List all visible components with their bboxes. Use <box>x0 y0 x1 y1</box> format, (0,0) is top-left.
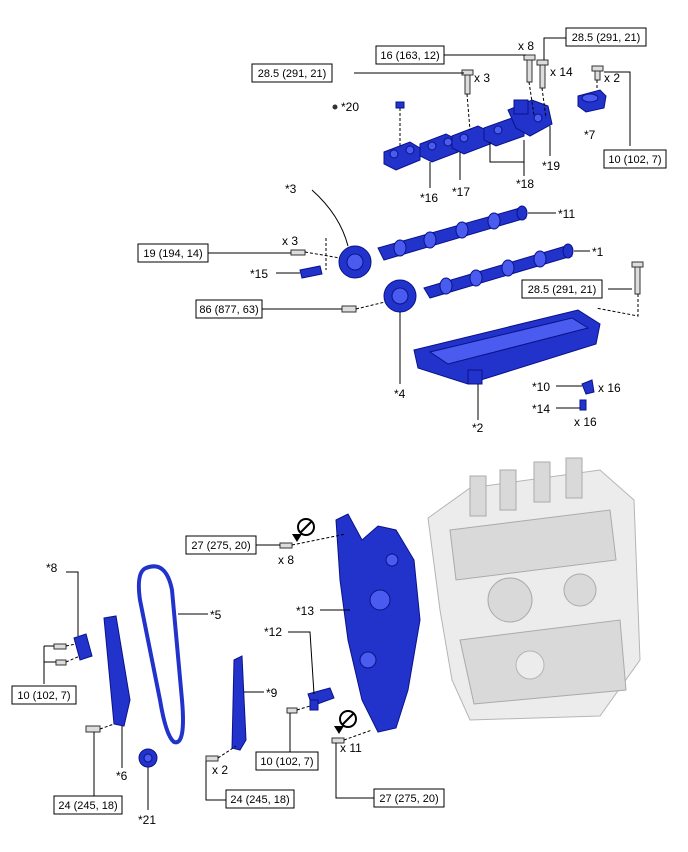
torque-box-10-left: 10 (102, 7) <box>11 685 77 705</box>
part-9-chain-guide <box>231 655 247 751</box>
part-20-dot <box>332 104 338 110</box>
qty-x2-top: x 2 <box>604 71 620 85</box>
part-19-bearing-cap <box>507 99 553 137</box>
gear-center-bolt <box>341 305 357 313</box>
tensioner-bolt-a <box>53 643 67 650</box>
torque-box-27-top: 27 (275, 20) <box>185 535 257 555</box>
torque-box-16: 16 (163, 12) <box>375 45 445 65</box>
torque-box-10-mid: 10 (102, 7) <box>255 751 319 771</box>
label-part-20: *20 <box>341 100 359 114</box>
qty-x16-b: x 16 <box>574 415 597 429</box>
part-11-camshaft <box>377 205 528 261</box>
torque-10-mid-text: 10 (102, 7) <box>260 756 313 768</box>
part-6-chain-slipper <box>103 615 131 727</box>
label-part-14: *14 <box>532 402 550 416</box>
qty-x8-cover: x 8 <box>278 553 294 567</box>
torque-24-left-text: 24 (245, 18) <box>58 800 117 812</box>
qty-x2-bottom: x 2 <box>212 763 228 777</box>
part-2-camshaft-housing <box>413 309 601 385</box>
torque-box-24-left: 24 (245, 18) <box>53 795 123 815</box>
qty-x3-top: x 3 <box>474 71 490 85</box>
camshaft-housing-bolt-x8 <box>523 54 536 83</box>
camshaft-housing-bolt-x14 <box>536 59 549 89</box>
label-part-11: *11 <box>558 207 575 221</box>
torque-19-text: 19 (194, 14) <box>143 248 202 260</box>
label-part-15: *15 <box>250 267 268 281</box>
label-part-5: *5 <box>210 608 222 622</box>
part-14-plug <box>579 399 587 411</box>
qty-x3-mid: x 3 <box>282 234 298 248</box>
torque-285-c-text: 28.5 (291, 21) <box>528 284 597 296</box>
label-part-10: *10 <box>532 380 550 394</box>
part-3-timing-gear <box>338 245 372 279</box>
label-part-9: *9 <box>266 686 278 700</box>
label-part-4: *4 <box>394 387 406 401</box>
label-part-21: *21 <box>138 813 156 827</box>
label-part-2: *2 <box>472 421 484 435</box>
part-20-plug <box>395 101 405 109</box>
part-21-sprocket <box>138 748 158 768</box>
label-part-7: *7 <box>584 128 596 142</box>
torque-27-bottom-text: 27 (275, 20) <box>379 793 438 805</box>
label-part-8: *8 <box>46 561 58 575</box>
torque-27-top-text: 27 (275, 20) <box>191 540 250 552</box>
part-17-bearing-cap <box>419 133 459 163</box>
torque-16-text: 16 (163, 12) <box>380 50 439 62</box>
qty-x11: x 11 <box>340 741 362 755</box>
bearing-cap-bolt-x3 <box>461 69 474 95</box>
torque-86-text: 86 (877, 63) <box>199 304 258 316</box>
torque-box-10-top: 10 (102, 7) <box>603 149 667 169</box>
qty-x14: x 14 <box>550 65 573 79</box>
part-18-bearing-cap-b <box>483 117 525 147</box>
torque-box-285-a: 28.5 (291, 21) <box>565 27 647 47</box>
torque-box-285-c: 28.5 (291, 21) <box>521 279 603 299</box>
torque-box-285-b: 28.5 (291, 21) <box>251 63 333 83</box>
part-8-tensioner <box>73 633 93 661</box>
torque-box-27-bottom: 27 (275, 20) <box>373 788 445 808</box>
part-18-bearing-cap-a <box>451 125 491 155</box>
label-part-6: *6 <box>116 769 128 783</box>
torque-285-b-text: 28.5 (291, 21) <box>258 68 327 80</box>
gear-bolt-x3 <box>290 249 306 256</box>
label-part-17: *17 <box>452 185 470 199</box>
part-7-oil-control-valve <box>577 89 607 113</box>
apply-sealant-icon-lower <box>334 710 357 734</box>
torque-10-left-text: 10 (102, 7) <box>17 690 70 702</box>
label-part-3: *3 <box>285 182 297 196</box>
part-4-timing-gear <box>383 279 417 313</box>
part-1-camshaft <box>423 243 574 299</box>
qty-x8-top: x 8 <box>518 39 534 53</box>
label-part-19: *19 <box>542 159 560 173</box>
oil-control-valve-bolt-x2 <box>591 65 604 81</box>
torque-box-19: 19 (194, 14) <box>137 243 209 263</box>
engine-block-illustration <box>427 457 641 721</box>
cover-bolt-x11 <box>331 737 345 744</box>
label-part-13: *13 <box>296 604 314 618</box>
tensioner-bolt-b <box>55 659 67 666</box>
housing-bolt-right <box>631 261 644 295</box>
torque-24-mid-text: 24 (245, 18) <box>230 794 289 806</box>
label-part-12: *12 <box>264 625 282 639</box>
part-16-bearing-cap <box>383 141 421 171</box>
part-10-gasket <box>581 379 595 395</box>
part-5-timing-chain <box>136 564 185 745</box>
label-part-18: *18 <box>516 177 534 191</box>
part-13-timing-chain-cover <box>335 513 421 733</box>
guide-bolt-x2 <box>205 755 219 762</box>
part-15-pin <box>299 265 323 279</box>
label-part-16: *16 <box>420 191 438 205</box>
torque-10-top-text: 10 (102, 7) <box>608 154 661 166</box>
cover-bolt-x8 <box>279 542 293 549</box>
torque-box-24-mid: 24 (245, 18) <box>225 789 295 809</box>
torque-285-a-text: 28.5 (291, 21) <box>572 32 641 44</box>
part-12-chain-tensioner <box>307 687 335 711</box>
tensioner-bolt <box>286 707 298 714</box>
label-part-1: *1 <box>592 245 604 259</box>
slipper-bolt <box>85 725 101 733</box>
qty-x16-a: x 16 <box>598 381 621 395</box>
apply-sealant-icon <box>292 518 315 542</box>
torque-box-86: 86 (877, 63) <box>195 299 263 319</box>
